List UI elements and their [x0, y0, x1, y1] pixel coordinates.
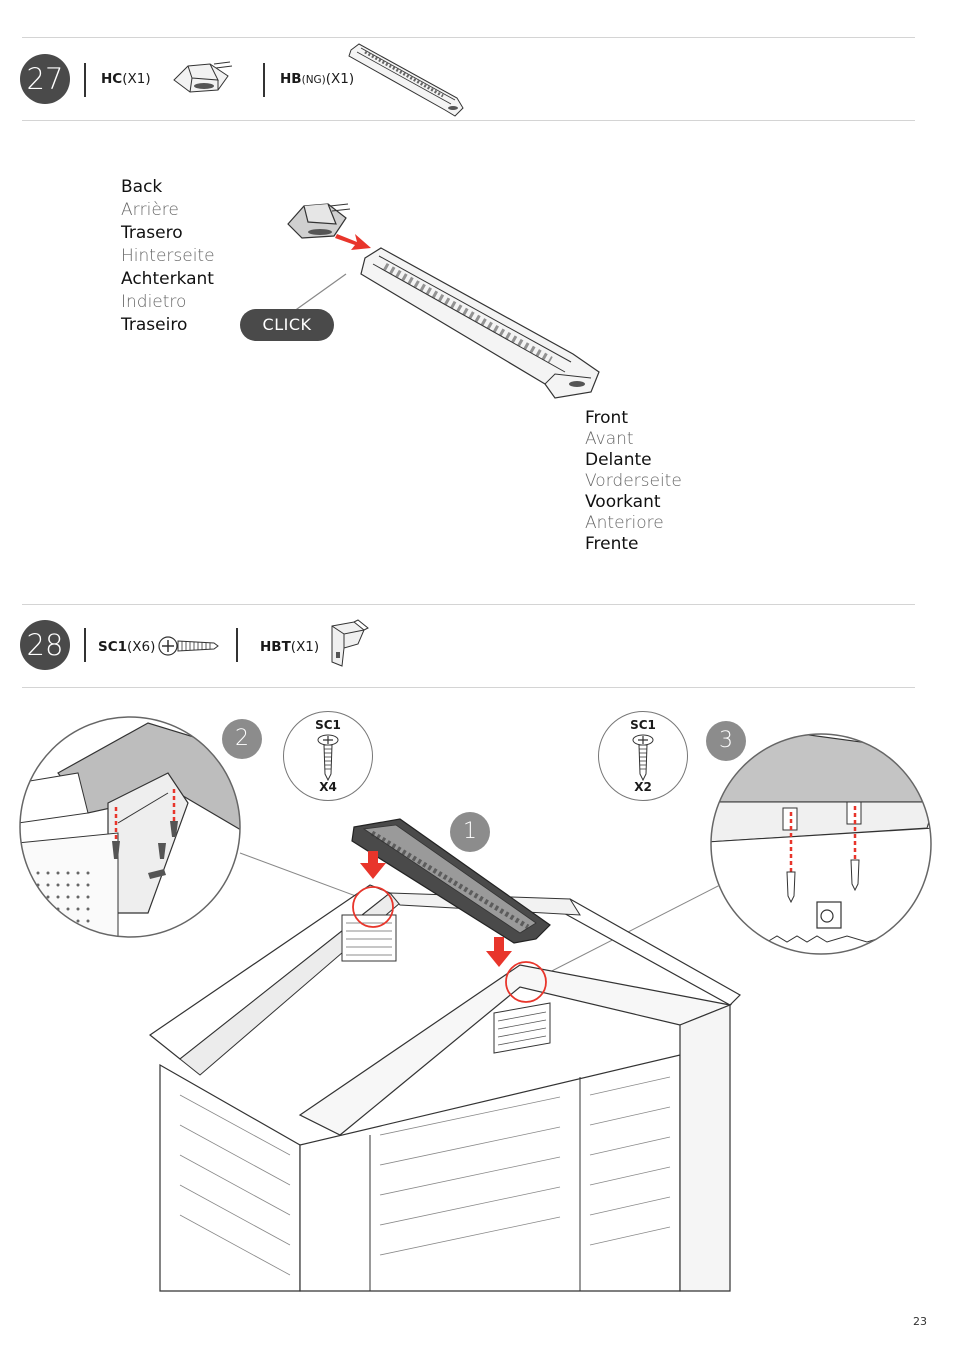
screw-bubble-x4-code: SC1: [315, 718, 341, 732]
callout-3-badge: 3: [706, 721, 746, 761]
screw-bubble-x2-qty: X2: [634, 780, 652, 794]
insert-arrow: [335, 234, 371, 250]
shed-illustration: [148, 818, 741, 1292]
front-label-nl: Voorkant: [585, 492, 661, 512]
part-hc-label: HC(X1): [101, 71, 151, 87]
step27-bottom-divider: [22, 120, 915, 121]
back-label-pt: Traseiro: [121, 315, 188, 335]
part-sc1-label: SC1(X6): [98, 639, 156, 655]
front-label-fr: Avant: [585, 429, 634, 449]
detail-view-right: [710, 733, 932, 955]
click-indicator: CLICK: [240, 309, 334, 341]
front-label-it: Anteriore: [585, 513, 664, 533]
page-number: 23: [913, 1315, 927, 1328]
screw-bubble-x4: SC1 X4: [283, 711, 373, 801]
step28-number: 28: [20, 620, 70, 670]
hc-part-illustration: [287, 203, 351, 239]
hinge-bar-icon: [348, 43, 464, 117]
part-hb-label: HB(NG)(X1): [280, 71, 355, 87]
part-hbt-label: HBT(X1): [260, 639, 320, 655]
step27-top-divider: [22, 37, 915, 38]
screw-bubble-x4-qty: X4: [319, 780, 337, 794]
front-label-en: Front: [585, 408, 628, 428]
back-label-nl: Achterkant: [121, 269, 214, 289]
callout-2-badge: 2: [222, 719, 262, 759]
back-labels: Back Arrière Trasero Hinterseite Achterk…: [121, 176, 215, 337]
back-label-fr: Arrière: [121, 200, 179, 220]
screw-vertical-icon-2: [632, 734, 654, 782]
callout-1-badge: 1: [450, 812, 490, 852]
hinge-bar-illustration: [360, 247, 600, 399]
front-labels: Front Avant Delante Vorderseite Voorkant…: [585, 408, 682, 555]
back-label-en: Back: [121, 177, 163, 197]
step28-bottom-divider: [22, 687, 915, 688]
step28-separator-1: [84, 628, 86, 662]
step27-separator-2: [263, 63, 265, 97]
front-label-es: Delante: [585, 450, 652, 470]
screw-vertical-icon: [317, 734, 339, 782]
hinge-cap-icon: [173, 61, 233, 93]
step28-top-divider: [22, 604, 915, 605]
screw-bubble-x2-code: SC1: [630, 718, 656, 732]
detail-view-left: [19, 716, 241, 938]
front-label-pt: Frente: [585, 534, 639, 554]
bracket-icon: [331, 619, 369, 667]
step28-separator-2: [236, 628, 238, 662]
step27-separator-1: [84, 63, 86, 97]
step27-number: 27: [20, 54, 70, 104]
back-label-es: Trasero: [121, 223, 183, 243]
screw-bubble-x2: SC1 X2: [598, 711, 688, 801]
back-label-it: Indietro: [121, 292, 187, 312]
front-label-de: Vorderseite: [585, 471, 682, 491]
click-leader-line: [289, 273, 347, 315]
back-label-de: Hinterseite: [121, 246, 215, 266]
screw-icon: [158, 636, 219, 656]
